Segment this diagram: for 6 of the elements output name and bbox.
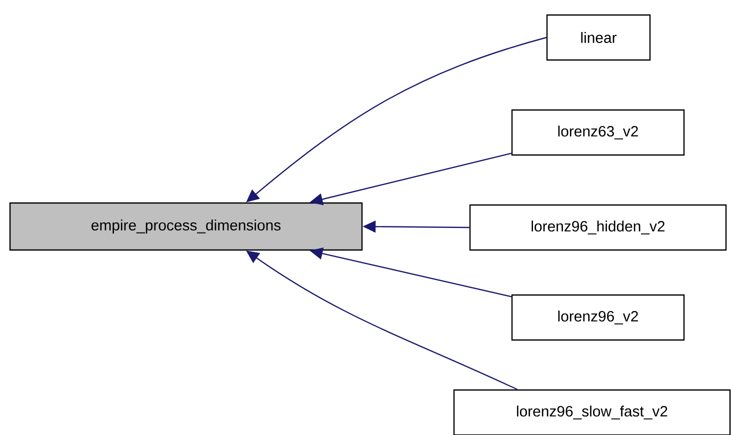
function-box: linear bbox=[546, 14, 651, 61]
function-box: lorenz63_v2 bbox=[511, 109, 685, 156]
function-box: lorenz96_hidden_v2 bbox=[469, 204, 727, 251]
function-box: lorenz96_v2 bbox=[511, 294, 685, 341]
function-box: empire_process_dimensions bbox=[9, 202, 363, 251]
function-box: lorenz96_slow_fast_v2 bbox=[453, 389, 731, 435]
